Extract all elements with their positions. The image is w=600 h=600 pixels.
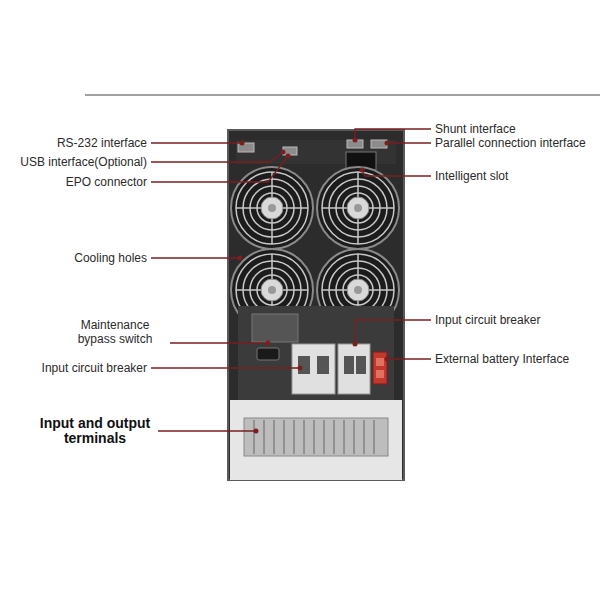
callout-label: Cooling holes [74, 251, 147, 265]
callout-label: Maintenance bypass switch [60, 318, 170, 346]
callout-label: Shunt interface [435, 122, 516, 136]
callout-label: External battery Interface [435, 352, 569, 366]
callout-label: Intelligent slot [435, 169, 508, 183]
callout-label: USB interface(Optional) [20, 155, 147, 169]
callout-label: Parallel connection interface [435, 136, 586, 150]
callout-label: EPO connector [66, 175, 147, 189]
callout-label: Input circuit breaker [435, 313, 540, 327]
callout-label: RS-232 interface [57, 136, 147, 150]
callout-heading: Input and output terminals [35, 416, 155, 446]
callout-label: Input circuit breaker [42, 361, 147, 375]
